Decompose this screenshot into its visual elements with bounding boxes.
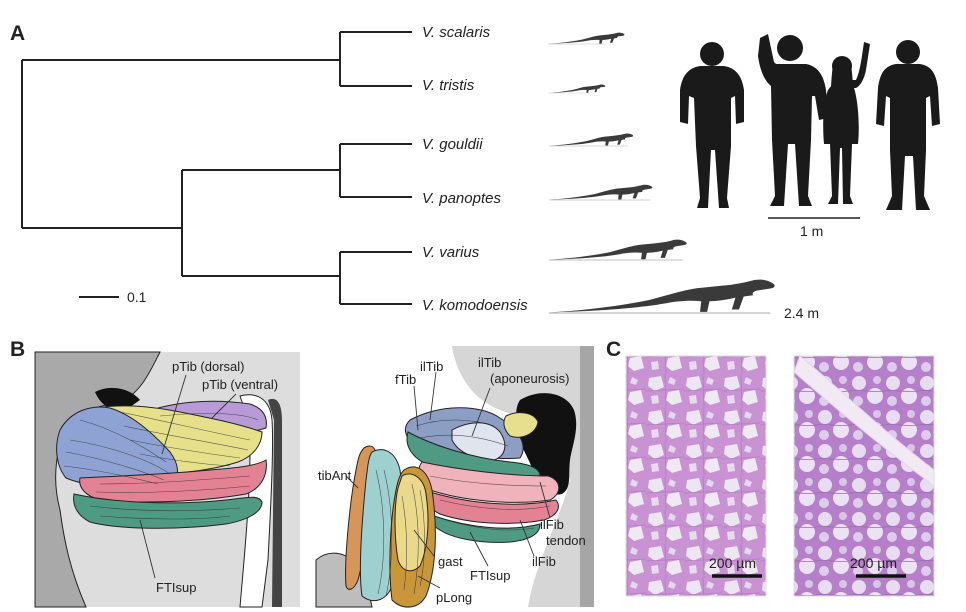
lizard-silhouette-icon	[548, 84, 606, 94]
leader-line	[139, 519, 156, 579]
species-label: V. tristis	[422, 77, 475, 94]
human-silhouettes: 1 m	[680, 34, 940, 239]
panel-label-c: C	[606, 338, 621, 361]
dissection-medial: ilTib ilTib (aponeurosis) fTib tibAnt il…	[315, 346, 594, 608]
lizard-silhouette-icon	[548, 32, 625, 45]
label-tibant: tibAnt	[318, 468, 352, 483]
species-label: V. varius	[422, 244, 480, 261]
label-iltib: ilTib	[420, 359, 443, 374]
muscle-ilfib	[426, 491, 559, 524]
label-iltib-aponeurosis: ilTib	[478, 355, 501, 370]
leader-line	[211, 393, 237, 419]
label-ftisup: FTIsup	[156, 580, 196, 595]
muscle-ftisup	[431, 515, 541, 543]
branch-scale-bar: 0.1	[79, 289, 147, 305]
leader-line	[429, 371, 437, 421]
dissection-lateral: pTib (dorsal) pTib (ventral) FTIsup	[34, 351, 300, 608]
histology-scale-label: 200 µm	[850, 555, 897, 571]
phylogenetic-tree	[21, 31, 412, 305]
histology-image-1: 200 µm	[625, 355, 767, 597]
label-ptib-ventral: pTib (ventral)	[202, 377, 278, 392]
label-ilfib-tendon: tendon	[546, 533, 586, 548]
muscle-fibers	[63, 411, 259, 520]
label-ftib: fTib	[395, 372, 416, 387]
human-silhouette-icon	[876, 40, 940, 210]
label-ptib-dorsal: pTib (dorsal)	[172, 359, 244, 374]
human-silhouette-icon	[680, 42, 744, 208]
human-scale-label: 1 m	[800, 223, 823, 239]
panel-label-a: A	[10, 22, 25, 45]
leader-line	[413, 385, 419, 431]
human-silhouette-icon	[823, 42, 870, 204]
leader-line	[345, 475, 359, 489]
histology-image-2: 200 µm	[793, 355, 935, 597]
species-labels: V. scalaris V. tristis V. gouldii V. pan…	[422, 24, 528, 314]
muscle-ftisup	[73, 493, 263, 529]
lizard-silhouettes: 2.4 m	[548, 32, 819, 321]
label-ftisup: FTIsup	[470, 568, 510, 583]
label-ilfib-tendon: ilFib	[540, 517, 564, 532]
species-label: V. komodoensis	[422, 297, 528, 314]
muscle-small-yellow	[503, 412, 539, 438]
iltib-aponeurosis	[451, 422, 506, 461]
leader-line	[161, 374, 187, 455]
leader-line	[469, 531, 489, 567]
leader-line	[417, 575, 441, 589]
muscle-gast	[394, 473, 429, 572]
muscle-fibers	[375, 419, 551, 597]
species-label: V. scalaris	[422, 24, 491, 41]
label-gast: gast	[438, 554, 463, 569]
lizard-silhouette-icon	[549, 184, 653, 201]
leader-line	[519, 519, 535, 557]
species-label: V. panoptes	[422, 190, 501, 207]
lizard-silhouette-icon	[549, 133, 634, 147]
lizard-silhouette-icon	[549, 239, 687, 261]
human-silhouette-icon	[758, 34, 828, 206]
size-scale-label: 2.4 m	[784, 305, 819, 321]
leader-line	[471, 387, 491, 437]
histology-section	[626, 356, 766, 596]
label-ilfib: ilFib	[532, 554, 556, 569]
leader-line	[539, 481, 551, 519]
label-iltib-aponeurosis: (aponeurosis)	[490, 371, 570, 386]
histology-section	[794, 356, 934, 596]
panel-label-b: B	[10, 338, 25, 361]
species-label: V. gouldii	[422, 136, 483, 153]
leader-line	[413, 529, 435, 557]
lizard-silhouette-icon	[549, 279, 775, 314]
tibia-bone	[268, 398, 282, 607]
histology-scale-label: 200 µm	[709, 555, 756, 571]
label-plong: pLong	[436, 590, 472, 605]
branch-scale-label: 0.1	[127, 289, 147, 305]
bone-shaft	[580, 346, 594, 607]
